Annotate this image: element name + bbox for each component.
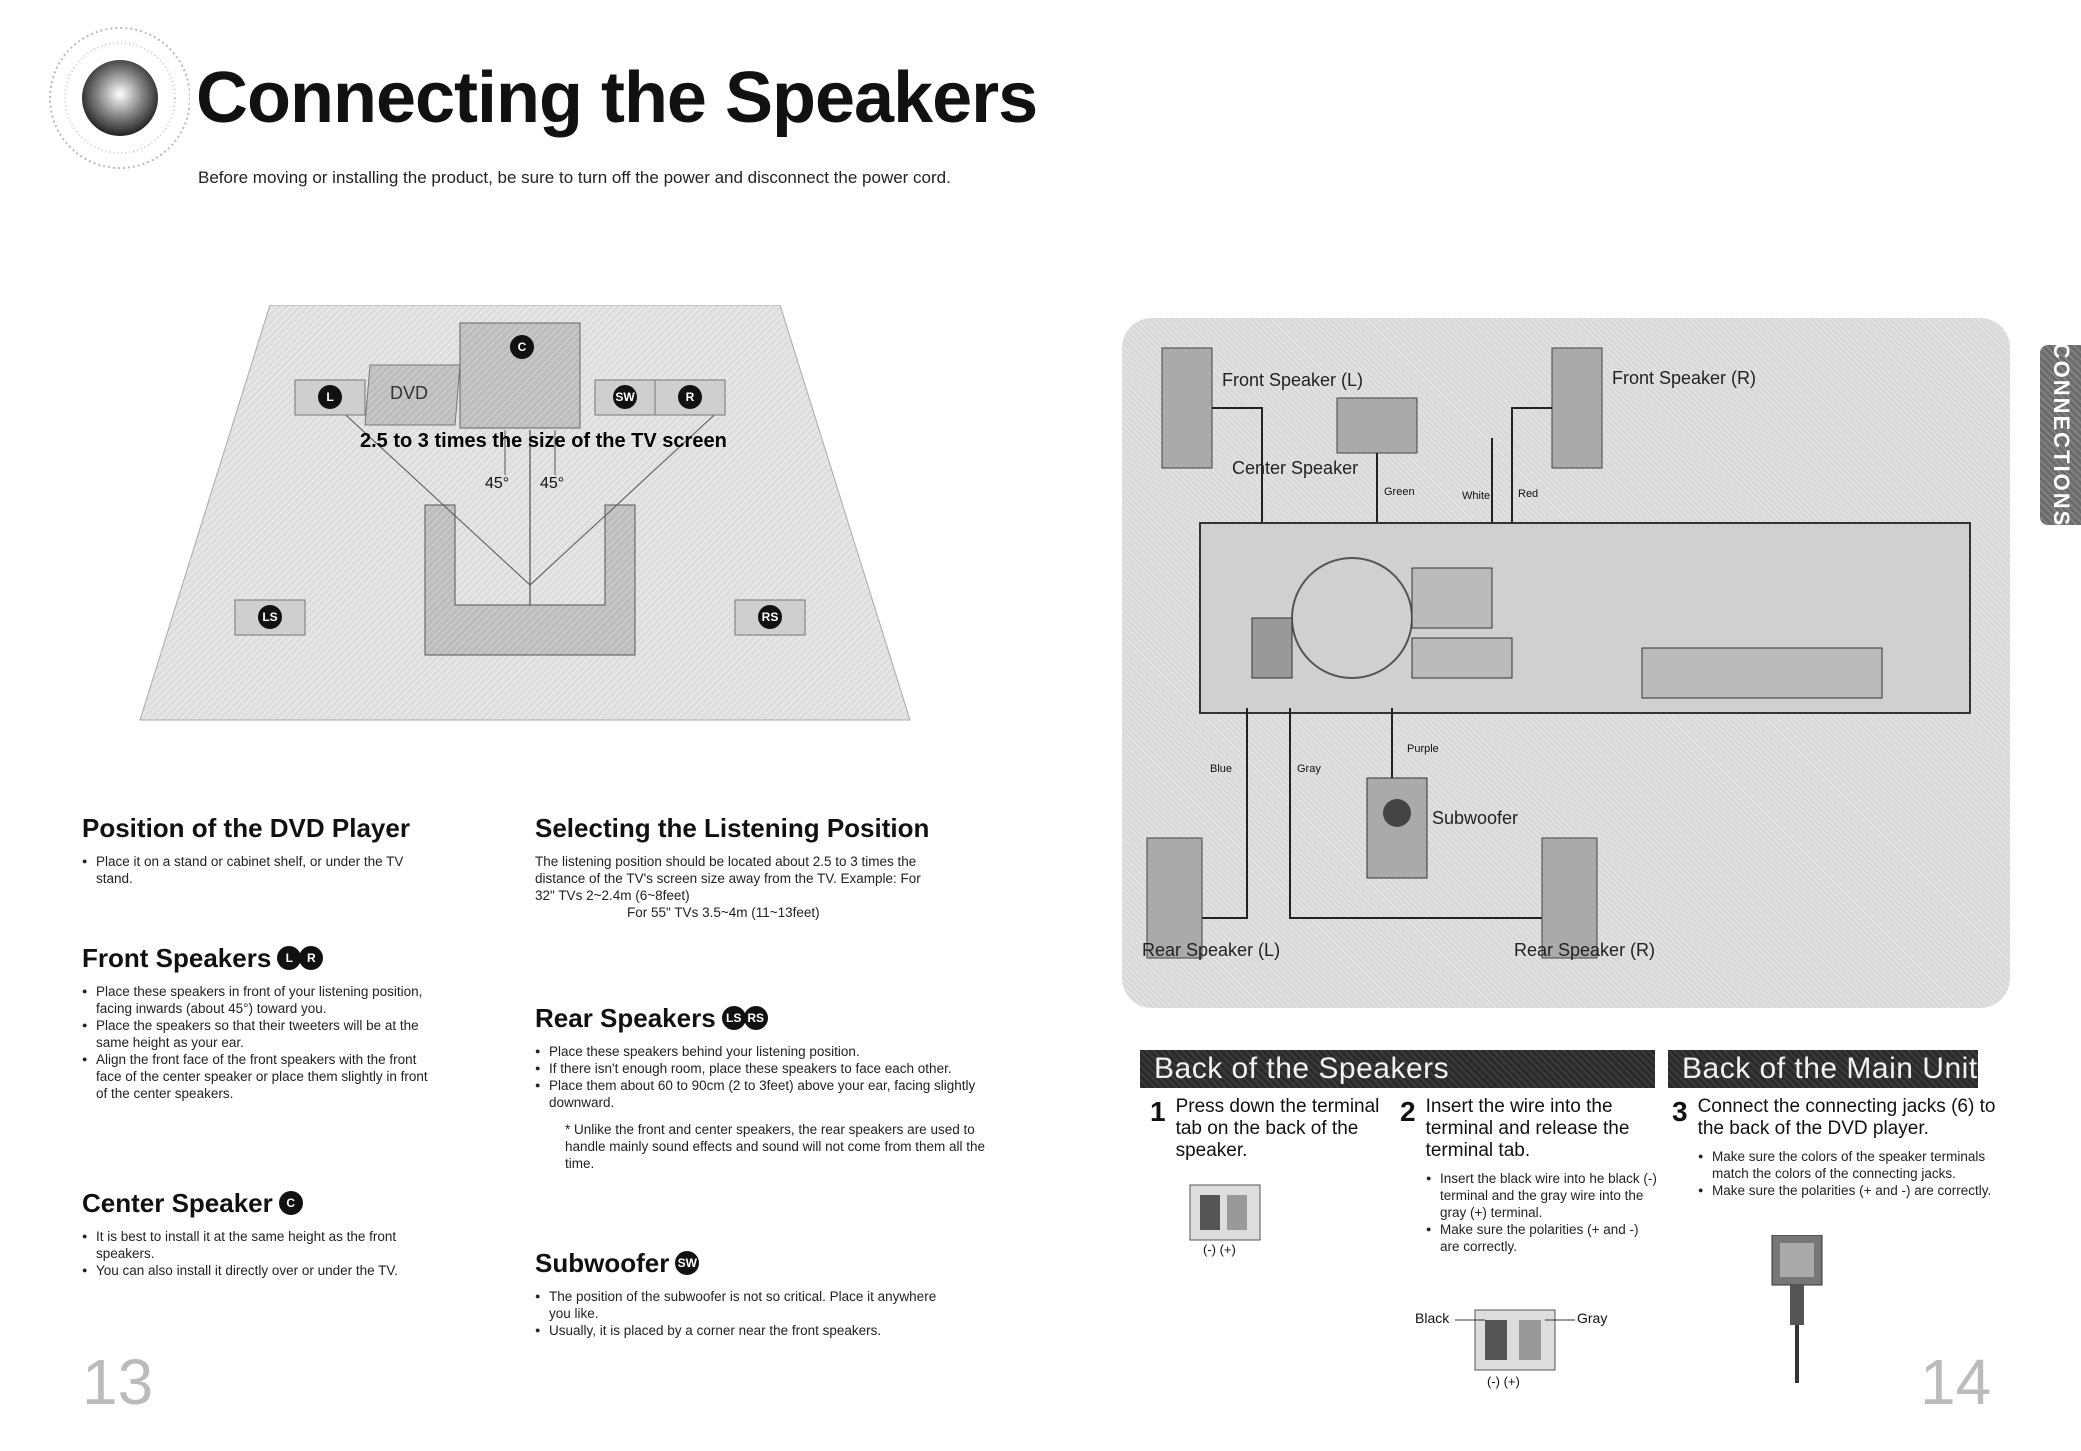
wiring-diagram: Front Speaker (L) Front Speaker (R) Cent… bbox=[1122, 318, 2010, 1008]
subwoofer-section: Subwoofer SW The position of the subwoof… bbox=[535, 1250, 955, 1339]
step-2-bullet: Insert the black wire into he black (-) … bbox=[1426, 1170, 1660, 1221]
front-left-label: Front Speaker (L) bbox=[1222, 370, 1364, 390]
subwoofer-heading: Subwoofer SW bbox=[535, 1250, 955, 1276]
front-bullet: Align the front face of the front speake… bbox=[82, 1051, 442, 1102]
badge-ls: LS bbox=[258, 605, 282, 629]
center-speaker-label: Center Speaker bbox=[1232, 458, 1359, 478]
rear-bullet: Place these speakers behind your listeni… bbox=[535, 1043, 995, 1060]
center-bullet: You can also install it directly over or… bbox=[82, 1262, 442, 1279]
subwoofer-bullet: Usually, it is placed by a corner near t… bbox=[535, 1322, 955, 1339]
banner-back-of-speakers: Back of the Speakers bbox=[1140, 1050, 1655, 1088]
front-bullet: Place these speakers in front of your li… bbox=[82, 983, 442, 1017]
rear-left-label: Rear Speaker (L) bbox=[1142, 940, 1281, 960]
step-3-bullet: Make sure the colors of the speaker term… bbox=[1698, 1148, 2012, 1182]
front-bullet: Place the speakers so that their tweeter… bbox=[82, 1017, 442, 1051]
rear-heading-text: Rear Speakers bbox=[535, 1003, 716, 1033]
center-badge-c: C bbox=[278, 1191, 303, 1215]
step-3-text: Connect the connecting jacks (6) to the … bbox=[1697, 1096, 1996, 1139]
gray-terminal-label: Gray bbox=[1577, 1310, 1608, 1326]
terminal-illustration-1: (-) (+) bbox=[1185, 1180, 1275, 1260]
listening-text: The listening position should be located… bbox=[535, 854, 921, 903]
position-heading: Position of the DVD Player bbox=[82, 813, 410, 843]
terminal-polarity-label-2: (-) (+) bbox=[1487, 1374, 1520, 1389]
step-2: 2 Insert the wire into the terminal and … bbox=[1400, 1096, 1660, 1255]
angle-left-label: 45° bbox=[485, 475, 510, 492]
purple-wire-label: Purple bbox=[1407, 743, 1439, 755]
connections-side-tab: CONNECTIONS bbox=[2040, 342, 2081, 528]
rear-note: * Unlike the front and center speakers, … bbox=[565, 1122, 985, 1171]
distance-label: 2.5 to 3 times the size of the TV screen bbox=[360, 430, 727, 452]
badge-r: R bbox=[678, 385, 702, 409]
rear-bullet: If there isn't enough room, place these … bbox=[535, 1060, 995, 1077]
subwoofer-heading-text: Subwoofer bbox=[535, 1248, 670, 1278]
page-title: Connecting the Speakers bbox=[196, 58, 1038, 138]
green-wire-label: Green bbox=[1384, 486, 1415, 498]
terminal-polarity-label-1: (-) (+) bbox=[1203, 1242, 1236, 1257]
listening-heading: Selecting the Listening Position bbox=[535, 813, 930, 843]
badge-l: L bbox=[318, 385, 342, 409]
center-heading-text: Center Speaker bbox=[82, 1188, 273, 1218]
speaker-logo-graphic bbox=[10, 20, 191, 170]
badge-rs: RS bbox=[758, 605, 782, 629]
front-heading-text: Front Speakers bbox=[82, 943, 272, 973]
room-placement-diagram: C L SW R LS RS DVD 2.5 to 3 times the si… bbox=[135, 304, 915, 725]
rear-bullet: Place them about 60 to 90cm (2 to 3feet)… bbox=[535, 1077, 995, 1111]
front-right-label: Front Speaker (R) bbox=[1612, 368, 1757, 388]
step-1-text: Press down the terminal tab on the back … bbox=[1175, 1096, 1380, 1161]
step-3-number: 3 bbox=[1672, 1096, 1688, 1127]
subwoofer-badge-sw: SW bbox=[675, 1251, 700, 1275]
blue-wire-label: Blue bbox=[1210, 763, 1233, 775]
page-number-right: 14 bbox=[1920, 1346, 1992, 1418]
gray-wire-label: Gray bbox=[1297, 763, 1321, 775]
listening-text-2: For 55" TVs 3.5~4m (11~13feet) bbox=[627, 905, 820, 920]
front-badge-r: R bbox=[299, 946, 324, 970]
red-wire-label: Red bbox=[1518, 488, 1539, 500]
page-subtitle: Before moving or installing the product,… bbox=[198, 168, 951, 187]
connector-illustration bbox=[1762, 1234, 1832, 1385]
subwoofer-bullet: The position of the subwoofer is not so … bbox=[535, 1288, 955, 1322]
badge-c: C bbox=[510, 335, 534, 359]
step-3-bullet: Make sure the polarities (+ and -) are c… bbox=[1698, 1182, 2012, 1199]
step-1: 1 Press down the terminal tab on the bac… bbox=[1150, 1096, 1390, 1162]
step-2-bullet: Make sure the polarities (+ and -) are c… bbox=[1426, 1221, 1660, 1255]
listening-section: Selecting the Listening Position The lis… bbox=[535, 815, 935, 921]
front-section: Front Speakers L R Place these speakers … bbox=[82, 945, 442, 1102]
center-bullet: It is best to install it at the same hei… bbox=[82, 1228, 442, 1262]
center-section: Center Speaker C It is best to install i… bbox=[82, 1190, 442, 1279]
black-wire-label: Black bbox=[1415, 1310, 1450, 1326]
front-badge-l: L bbox=[277, 946, 302, 970]
dvd-label: DVD bbox=[390, 383, 429, 403]
rear-right-label: Rear Speaker (R) bbox=[1514, 940, 1656, 960]
rear-badge-rs: RS bbox=[743, 1006, 768, 1030]
banner-back-of-main-unit: Back of the Main Unit bbox=[1668, 1050, 1978, 1088]
center-heading: Center Speaker C bbox=[82, 1190, 442, 1216]
step-3: 3 Connect the connecting jacks (6) to th… bbox=[1672, 1096, 2012, 1199]
rear-badge-ls: LS bbox=[721, 1006, 746, 1030]
angle-right-label: 45° bbox=[540, 475, 565, 492]
badge-sw: SW bbox=[613, 385, 637, 409]
step-2-number: 2 bbox=[1400, 1096, 1416, 1127]
side-tab-label: CONNECTIONS bbox=[2048, 342, 2074, 528]
step-1-number: 1 bbox=[1150, 1096, 1166, 1127]
white-wire-label: White bbox=[1462, 490, 1491, 502]
subwoofer-label: Subwoofer bbox=[1432, 808, 1519, 828]
rear-heading: Rear Speakers LS RS bbox=[535, 1005, 995, 1031]
rear-section: Rear Speakers LS RS Place these speakers… bbox=[535, 1005, 995, 1172]
front-heading: Front Speakers L R bbox=[82, 945, 442, 971]
position-section: Position of the DVD Player Place it on a… bbox=[82, 815, 442, 887]
terminal-illustration-2: Black Gray (-) (+) bbox=[1415, 1290, 1615, 1400]
position-bullet: Place it on a stand or cabinet shelf, or… bbox=[82, 853, 442, 887]
step-2-text: Insert the wire into the terminal and re… bbox=[1425, 1096, 1630, 1161]
page-number-left: 13 bbox=[82, 1346, 154, 1418]
